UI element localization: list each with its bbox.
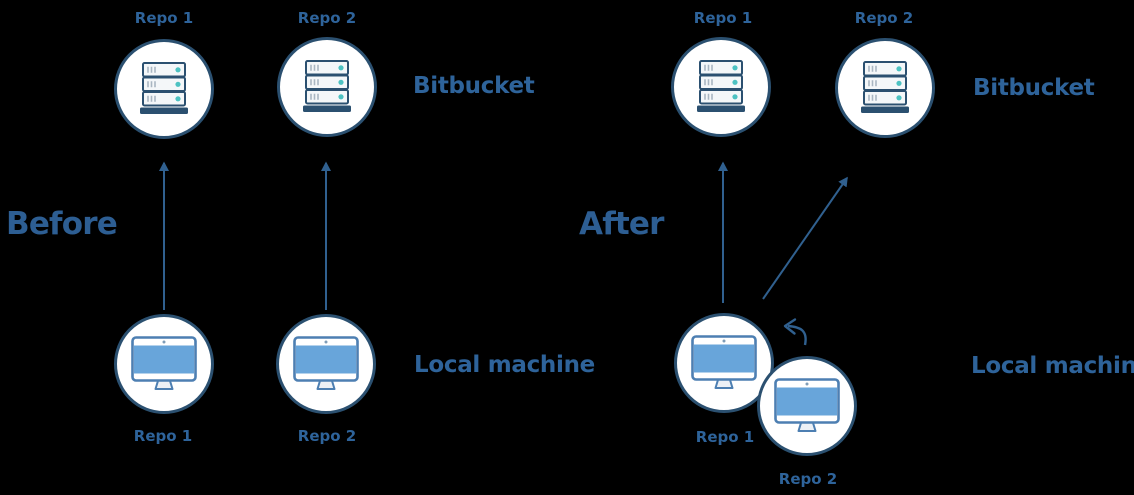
before-local-repo2-node	[276, 314, 376, 414]
after-heading: After	[579, 206, 664, 242]
before-remote-repo1-label: Repo 1	[134, 9, 194, 27]
desktop-computer-icon	[131, 336, 197, 390]
desktop-computer-icon	[774, 378, 840, 432]
before-local-repo2-label: Repo 2	[297, 427, 357, 445]
after-push-arrow-repo2	[762, 176, 848, 300]
curved-move-arrowhead	[783, 318, 797, 335]
after-bitbucket-repo2-node	[835, 38, 935, 138]
before-bitbucket-label: Bitbucket	[413, 73, 535, 99]
before-local-repo1-label: Repo 1	[133, 427, 193, 445]
after-local-machine-label: Local machine	[971, 353, 1134, 379]
server-icon	[140, 62, 188, 114]
before-bitbucket-repo2-node	[277, 37, 377, 137]
desktop-computer-icon	[691, 335, 757, 389]
before-bitbucket-repo1-node	[114, 39, 214, 139]
after-local-repo1-label: Repo 1	[695, 428, 755, 446]
before-local-repo1-node	[114, 314, 214, 414]
before-remote-repo2-label: Repo 2	[297, 9, 357, 27]
curved-move-arrow-icon	[787, 324, 807, 346]
server-icon	[697, 60, 745, 112]
server-icon	[861, 61, 909, 113]
after-local-repo2-node	[757, 356, 857, 456]
after-bitbucket-repo1-node	[671, 37, 771, 137]
before-local-machine-label: Local machine	[414, 352, 595, 378]
after-local-repo2-label: Repo 2	[778, 470, 838, 488]
desktop-computer-icon	[293, 336, 359, 390]
server-icon	[303, 60, 351, 112]
after-bitbucket-label: Bitbucket	[973, 75, 1095, 101]
before-heading: Before	[6, 206, 118, 242]
after-remote-repo2-label: Repo 2	[854, 9, 914, 27]
after-remote-repo1-label: Repo 1	[693, 9, 753, 27]
